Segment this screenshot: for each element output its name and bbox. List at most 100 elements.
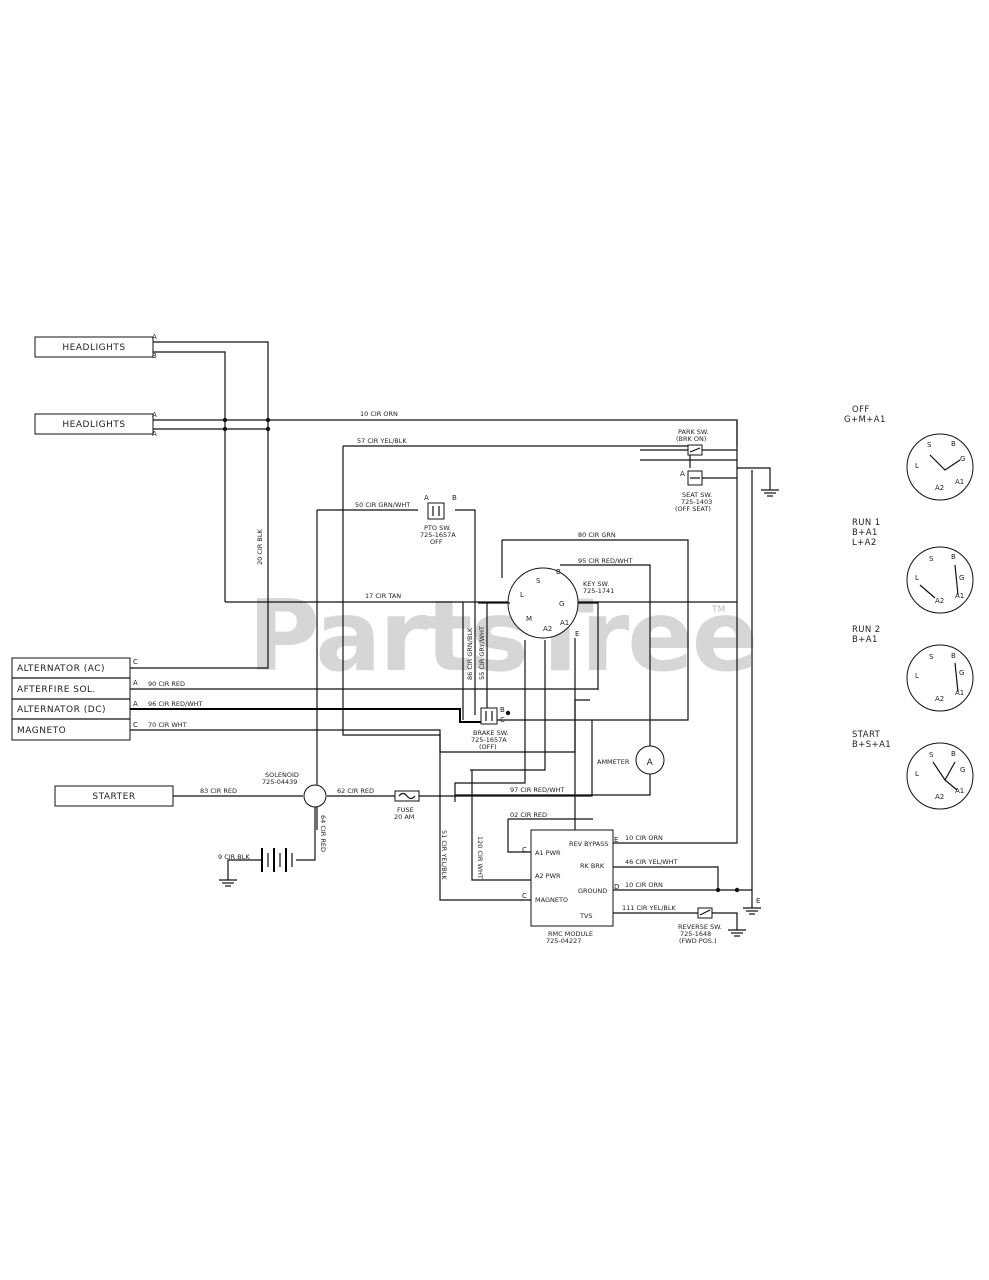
- svg-text:PARK SW.: PARK SW.: [678, 428, 709, 436]
- svg-text:TVS: TVS: [579, 912, 593, 920]
- svg-text:A1: A1: [955, 787, 964, 795]
- svg-text:S: S: [929, 555, 934, 563]
- park-switch: PARK SW. (BRK ON): [640, 428, 737, 461]
- svg-text:START: START: [852, 730, 881, 740]
- svg-text:C: C: [522, 846, 527, 854]
- svg-text:L: L: [915, 574, 919, 582]
- headlights-top: HEADLIGHTS A B: [34, 333, 157, 360]
- svg-text:B: B: [951, 652, 956, 660]
- svg-text:A: A: [680, 470, 685, 478]
- ammeter: A AMMETER: [597, 745, 665, 775]
- svg-text:E: E: [756, 897, 760, 905]
- svg-text:MAGNETO: MAGNETO: [535, 896, 568, 904]
- svg-text:OFF: OFF: [430, 538, 443, 546]
- svg-text:(FWD POS.): (FWD POS.): [679, 937, 717, 945]
- wire-label-64: 64 CIR RED: [319, 815, 327, 852]
- svg-text:L: L: [520, 591, 524, 599]
- svg-text:RUN 1: RUN 1: [852, 518, 881, 528]
- magneto-label: MAGNETO: [17, 726, 66, 736]
- svg-text:A: A: [152, 411, 157, 419]
- headlights-bottom: HEADLIGHTS A A: [34, 411, 157, 438]
- svg-text:G: G: [959, 669, 964, 677]
- svg-text:A2: A2: [935, 793, 944, 801]
- wire-label-10-orn-rmc: 10 CIR ORN: [625, 834, 663, 842]
- svg-text:(OFF SEAT): (OFF SEAT): [675, 505, 711, 513]
- key-switch: S L B G M A1 A2 E KEY SW. 725-1741: [507, 567, 614, 639]
- svg-text:S: S: [929, 653, 934, 661]
- svg-text:A: A: [152, 333, 157, 341]
- ground-battery: [219, 879, 237, 887]
- svg-text:OFF: OFF: [852, 405, 870, 415]
- svg-text:A1: A1: [955, 592, 964, 600]
- svg-text:STARTER: STARTER: [92, 792, 135, 802]
- svg-text:A2: A2: [935, 695, 944, 703]
- alternator-ac-label: ALTERNATOR (AC): [17, 664, 105, 674]
- svg-text:KEY SW.: KEY SW.: [583, 580, 609, 588]
- svg-text:D: D: [614, 883, 619, 891]
- wire-label-80: 80 CIR GRN: [578, 531, 616, 539]
- wire-label-70: 70 CIR WHT: [148, 721, 187, 729]
- svg-text:FUSE: FUSE: [397, 806, 414, 814]
- svg-text:B: B: [951, 750, 956, 758]
- svg-text:B: B: [500, 706, 505, 714]
- svg-text:725-1657A: 725-1657A: [420, 531, 456, 539]
- svg-text:GROUND: GROUND: [578, 887, 607, 895]
- svg-text:SEAT SW.: SEAT SW.: [682, 491, 712, 499]
- svg-text:B: B: [152, 352, 157, 360]
- svg-text:B+S+A1: B+S+A1: [852, 740, 891, 750]
- ground-module: E: [743, 890, 761, 915]
- fuse: FUSE 20 AM: [394, 790, 420, 821]
- svg-text:RUN 2: RUN 2: [852, 625, 881, 635]
- svg-text:A: A: [424, 494, 429, 502]
- solenoid: SOLENOID 725-04439: [262, 771, 327, 808]
- svg-text:A: A: [647, 758, 654, 768]
- svg-text:A: A: [133, 700, 138, 708]
- svg-text:725-1648: 725-1648: [680, 930, 711, 938]
- svg-text:A2: A2: [543, 625, 552, 633]
- rmc-module: A1 PWR A2 PWR MAGNETO REV BYPASS RK BRK …: [522, 829, 619, 945]
- wire-label-95: 95 CIR RED/WHT: [578, 557, 633, 565]
- watermark: PartsTree: [248, 580, 756, 694]
- svg-text:REVERSE SW.: REVERSE SW.: [678, 923, 722, 931]
- svg-text:C: C: [133, 658, 138, 666]
- key-state-start: START B+S+A1 L S B G A2 A1: [852, 730, 974, 810]
- svg-text:HEADLIGHTS: HEADLIGHTS: [62, 343, 125, 353]
- svg-text:C: C: [133, 721, 138, 729]
- svg-text:A: A: [133, 679, 138, 687]
- connector-block: ALTERNATOR (AC) AFTERFIRE SOL. ALTERNATO…: [11, 657, 138, 741]
- svg-text:L: L: [915, 672, 919, 680]
- svg-text:B: B: [556, 568, 561, 576]
- svg-text:RMC MODULE: RMC MODULE: [548, 930, 593, 938]
- svg-text:M: M: [526, 615, 532, 623]
- svg-text:A1: A1: [955, 478, 964, 486]
- svg-text:725-04439: 725-04439: [262, 778, 297, 786]
- svg-text:A1 PWR: A1 PWR: [535, 849, 561, 857]
- wire-label-97: 97 CIR RED/WHT: [510, 786, 565, 794]
- svg-text:G: G: [960, 455, 965, 463]
- watermark-tm: TM: [711, 605, 725, 615]
- svg-text:REV BYPASS: REV BYPASS: [569, 840, 608, 848]
- wire-label-86: 86 CIR GRN/BLK: [466, 627, 474, 680]
- svg-text:B+A1: B+A1: [852, 528, 878, 538]
- svg-text:G: G: [960, 766, 965, 774]
- svg-text:20 AM: 20 AM: [394, 813, 414, 821]
- brake-switch: B C BRAKE SW. 725-1657A (OFF): [471, 706, 508, 751]
- wire-label-46: 46 CIR YEL/WHT: [625, 858, 678, 866]
- svg-text:S: S: [536, 577, 541, 585]
- svg-text:S: S: [929, 751, 934, 759]
- svg-text:RK BRK: RK BRK: [580, 862, 605, 870]
- svg-text:E: E: [614, 836, 618, 844]
- svg-text:G+M+A1: G+M+A1: [844, 415, 886, 425]
- battery: [261, 848, 293, 872]
- wire-label-10-orn: 10 CIR ORN: [360, 410, 398, 418]
- wire-label-90: 90 CIR RED: [148, 680, 185, 688]
- ground-reverse: [728, 929, 746, 937]
- svg-text:B: B: [951, 440, 956, 448]
- wire-label-02: 02 CIR RED: [510, 811, 547, 819]
- wire-label-9: 9 CIR BLK: [218, 853, 250, 861]
- svg-text:725-1657A: 725-1657A: [471, 736, 507, 744]
- seat-switch: A SEAT SW. 725-1403 (OFF SEAT): [675, 470, 712, 513]
- wire-label-83: 83 CIR RED: [200, 787, 237, 795]
- svg-text:SOLENOID: SOLENOID: [265, 771, 299, 779]
